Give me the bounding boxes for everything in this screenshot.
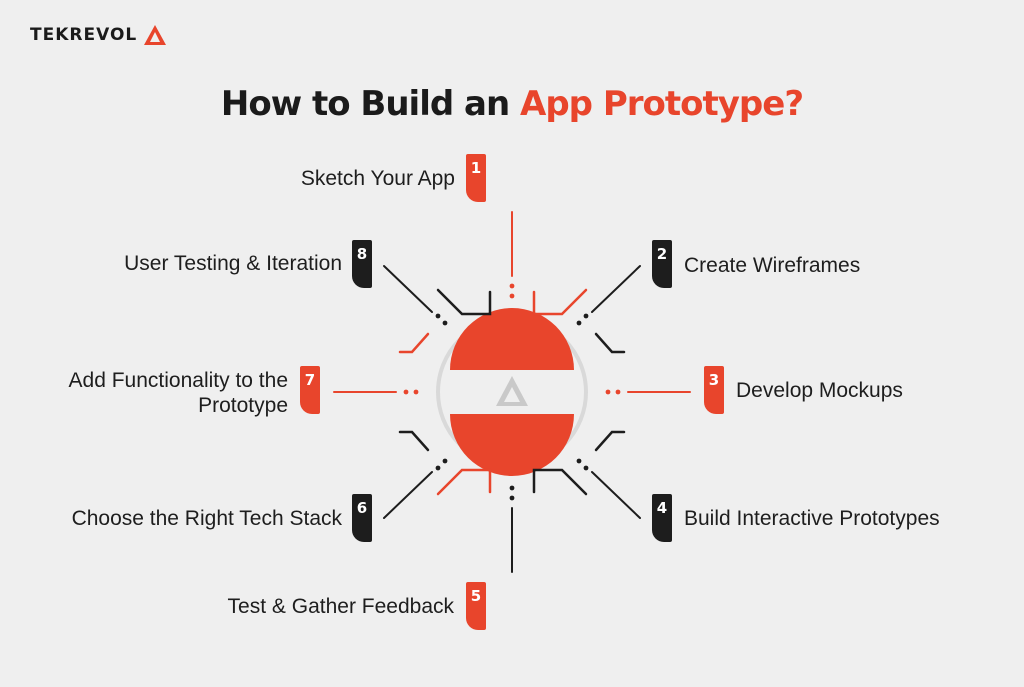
title-highlight: App Prototype?: [520, 84, 804, 124]
bracket-right-lower: [594, 430, 626, 452]
brand-logo: TEKREVOL: [30, 22, 167, 48]
step-5-label: Test & Gather Feedback: [227, 595, 454, 618]
step-6-badge: 6: [352, 494, 372, 542]
spoke-8: [383, 265, 433, 313]
hub-top-segment: [450, 308, 574, 370]
brand-name: TEKREVOL: [30, 25, 138, 45]
brand-triangle-icon: [144, 25, 167, 45]
page-title: How to Build an App Prototype?: [0, 84, 1024, 124]
spoke-4: [591, 471, 641, 519]
bracket-bottom-right: [532, 468, 588, 496]
step-7-badge: 7: [300, 366, 320, 414]
step-7-label-line2: Prototype: [198, 394, 288, 417]
step-5-badge: 5: [466, 582, 486, 630]
hub-spokes: [333, 211, 691, 573]
bracket-right-upper: [594, 332, 626, 354]
step-8-badge: 8: [352, 240, 372, 288]
spoke-dots: [403, 283, 621, 501]
bracket-bottom-left: [436, 468, 492, 496]
spoke-6: [383, 471, 433, 519]
step-7-label: Add Functionality to the Prototype: [30, 368, 288, 418]
step-1-badge: 1: [466, 154, 486, 202]
step-3-badge: 3: [704, 366, 724, 414]
title-prefix: How to Build an: [220, 84, 521, 124]
hub-bottom-segment: [450, 414, 574, 476]
bracket-left-upper: [398, 332, 430, 354]
hub-brackets: [398, 288, 626, 496]
hub-triangle-icon: [496, 376, 528, 406]
step-8-label: User Testing & Iteration: [124, 252, 342, 275]
bracket-top-left: [436, 288, 492, 316]
step-7-label-line1: Add Functionality to the: [68, 369, 288, 392]
spoke-2: [591, 265, 641, 313]
bracket-top-right: [532, 288, 588, 316]
step-4-label: Build Interactive Prototypes: [684, 507, 940, 530]
step-1-label: Sketch Your App: [300, 167, 455, 190]
bracket-left-lower: [398, 430, 430, 452]
step-3-label: Develop Mockups: [736, 379, 903, 402]
step-2-badge: 2: [652, 240, 672, 288]
step-4-badge: 4: [652, 494, 672, 542]
step-2-label: Create Wireframes: [684, 254, 861, 277]
step-6-label: Choose the Right Tech Stack: [71, 507, 342, 530]
